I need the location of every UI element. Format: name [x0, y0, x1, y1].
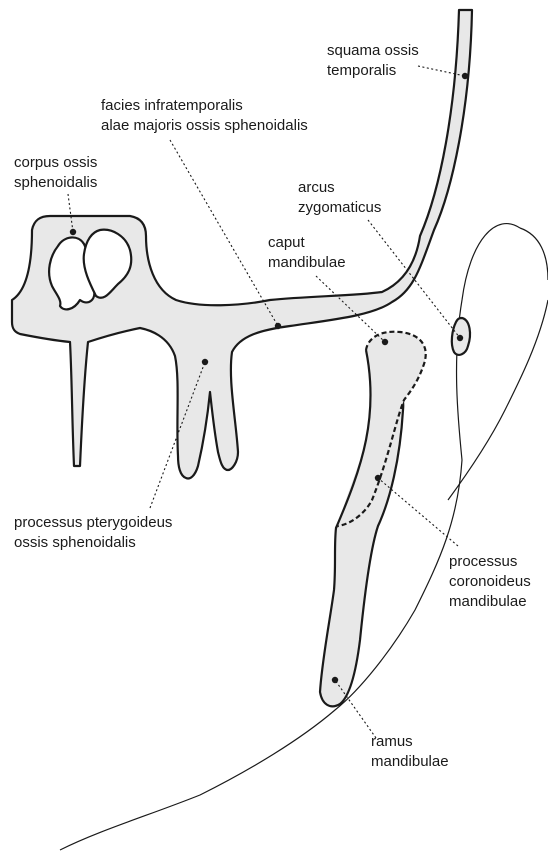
dot-arcus	[457, 335, 463, 341]
label-arcus: arcus zygomaticus	[298, 179, 381, 216]
label-ramus: ramus mandibulae	[371, 733, 449, 770]
ear-contour-upper	[520, 228, 548, 280]
dot-squama	[462, 73, 468, 79]
label-squama: squama ossis temporalis	[327, 42, 423, 79]
dot-coronoid	[375, 475, 381, 481]
dot-caput	[382, 339, 388, 345]
dot-pterygoid	[202, 359, 208, 365]
leader-ramus	[335, 680, 376, 738]
dot-facies	[275, 323, 281, 329]
label-facies: facies infratemporalis alae majoris ossi…	[101, 97, 308, 134]
dot-corpus	[70, 229, 76, 235]
label-pterygoid: processus pterygoideus ossis sphenoidali…	[14, 514, 177, 551]
dot-ramus	[332, 677, 338, 683]
label-caput: caput mandibulae	[268, 234, 346, 271]
label-corpus: corpus ossis sphenoidalis	[14, 154, 102, 191]
leader-facies	[170, 140, 278, 326]
label-coronoid: processus coronoideus mandibulae	[449, 553, 535, 610]
